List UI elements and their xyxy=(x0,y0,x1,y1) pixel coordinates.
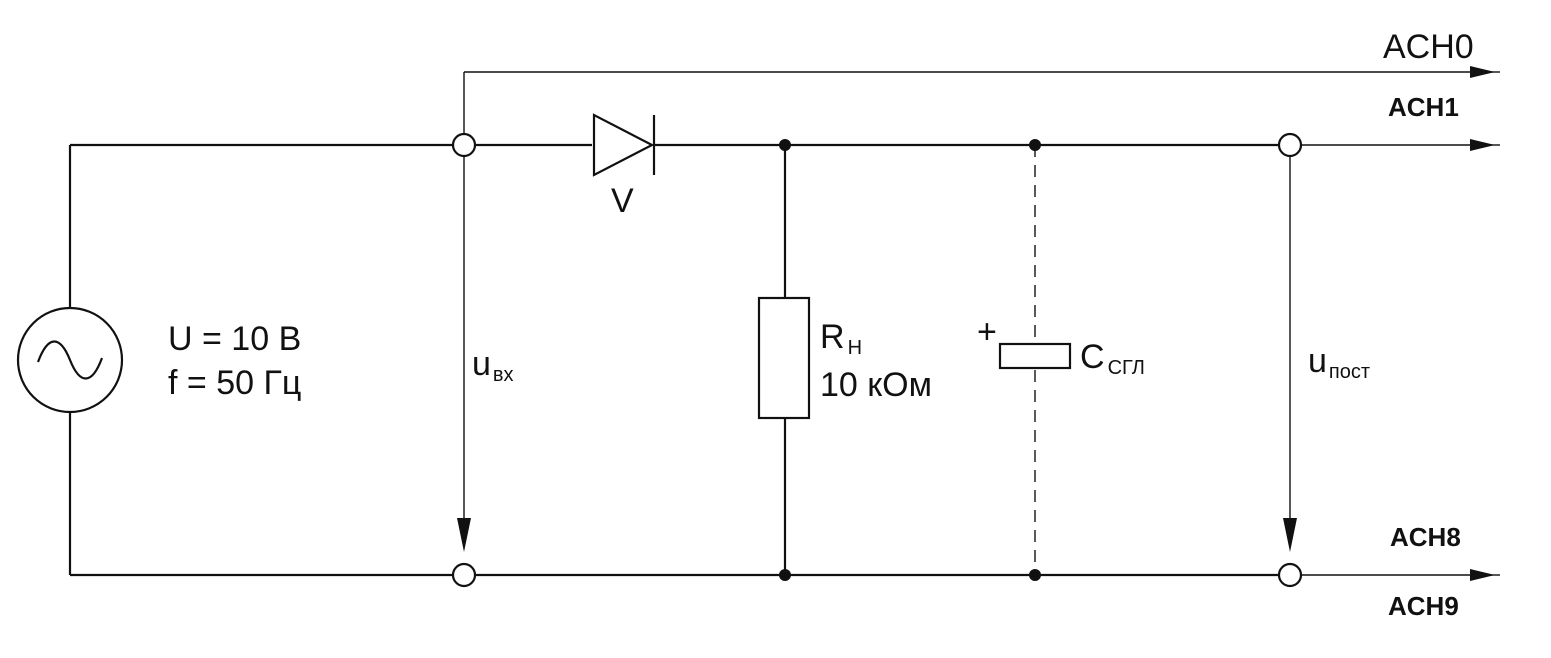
svg-text:RН: RН xyxy=(820,318,862,359)
output-terminal-top xyxy=(1277,132,1303,158)
input-terminal-bottom xyxy=(451,562,477,588)
resistor-subscript: Н xyxy=(848,337,862,359)
resistor-value-label: 10 кОм xyxy=(820,366,932,404)
output-terminal-bottom xyxy=(1277,562,1303,588)
capacitor-subscript: СГЛ xyxy=(1108,357,1145,379)
ach0-label: ACH0 xyxy=(1383,28,1474,66)
ac-voltage-source xyxy=(16,145,124,575)
source-parameters: U = 10 В f = 50 Гц xyxy=(168,320,301,402)
capacitor-polarity-label: + xyxy=(977,313,997,351)
capacitor-symbol-label: C xyxy=(1080,338,1105,376)
input-voltage-subscript: вх xyxy=(493,364,514,386)
diode-symbol: V xyxy=(592,113,656,220)
ach0-branch: ACH0 xyxy=(463,28,1500,133)
ach9-label: ACH9 xyxy=(1388,591,1459,621)
junction-dot xyxy=(779,139,791,151)
source-voltage-label: U = 10 В xyxy=(168,320,301,358)
ach1-label: ACH1 xyxy=(1388,92,1459,122)
ach1-output: ACH1 xyxy=(1302,92,1500,151)
output-voltage-subscript: пост xyxy=(1329,361,1370,383)
source-frequency-label: f = 50 Гц xyxy=(168,364,301,402)
resistor-symbol-label: R xyxy=(820,318,845,356)
svg-text:uвх: uвх xyxy=(472,345,514,386)
ach8-label: ACH8 xyxy=(1390,522,1461,552)
input-terminal-top xyxy=(451,132,477,158)
output-voltage-symbol: u xyxy=(1308,342,1327,380)
diode-label: V xyxy=(611,182,634,220)
junction-dot xyxy=(1029,139,1041,151)
input-voltage-symbol: u xyxy=(472,345,491,383)
ach9-output: ACH8 ACH9 xyxy=(1302,522,1500,621)
